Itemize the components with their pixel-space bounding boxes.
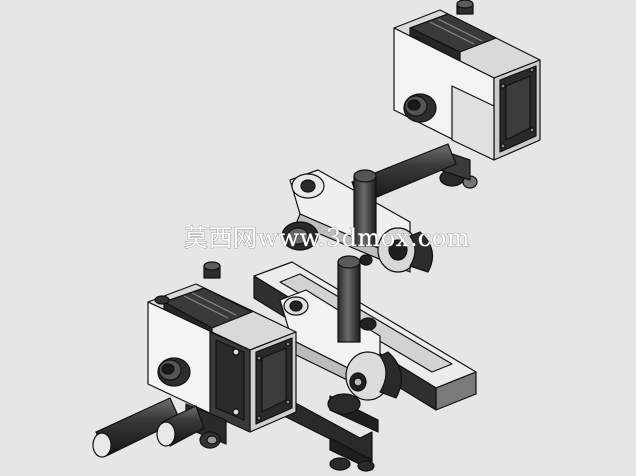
lower-post [337,255,361,343]
watermark-cn: 莫西网 [184,224,258,252]
upper-clevis [281,169,434,273]
watermark-url: www.3dmox.com [258,224,471,252]
lower-servo [147,261,297,449]
upper-post [353,169,377,247]
watermark-text: 莫西网www.3dmox.com [184,224,470,252]
upper-servo [393,0,541,189]
lower-rods [92,397,205,458]
